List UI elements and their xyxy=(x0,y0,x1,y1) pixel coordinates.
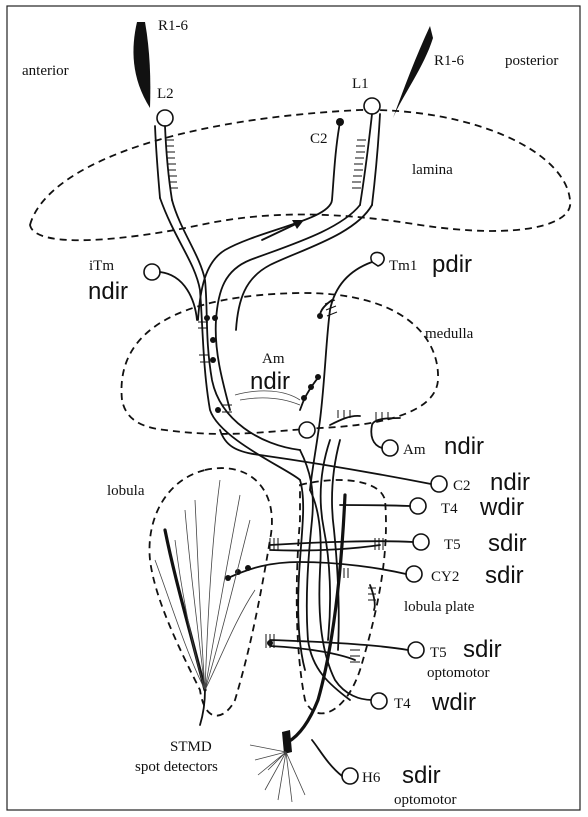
l1-axon xyxy=(360,114,372,205)
am-right-branch xyxy=(330,416,360,425)
h6-neurite xyxy=(312,740,342,776)
label-am-right: Am xyxy=(403,442,426,458)
descending-terminal xyxy=(282,730,292,754)
t5-upper-soma xyxy=(413,534,429,550)
photoreceptor-r16-left xyxy=(133,22,150,108)
label-am-center: Am xyxy=(262,351,285,367)
label-anterior: anterior xyxy=(22,63,69,79)
cy2-dot-2 xyxy=(235,569,241,575)
stmd-thin-dendrites xyxy=(155,480,255,690)
label-lobula: lobula xyxy=(107,483,145,499)
label-t4-upper-dir: wdir xyxy=(479,494,524,521)
label-am-right-dir: ndir xyxy=(444,433,484,460)
label-t4-lower-dir: wdir xyxy=(431,689,476,716)
am-dot-1 xyxy=(315,374,321,380)
label-itm-dir: ndir xyxy=(88,278,128,305)
label-spot-detectors: spot detectors xyxy=(135,759,218,775)
h6-soma xyxy=(342,768,358,784)
l1-soma xyxy=(364,98,380,114)
stmd-axon xyxy=(200,690,205,725)
label-c2-dir: ndir xyxy=(490,469,530,496)
stmd-main-dendrite xyxy=(165,530,205,690)
tm1-soma xyxy=(371,252,384,266)
label-t5-lower: T5 xyxy=(430,645,447,661)
t4-lower-soma xyxy=(371,693,387,709)
label-lamina: lamina xyxy=(412,162,453,178)
am-center-soma xyxy=(299,422,315,438)
label-cy2-dir: sdir xyxy=(485,562,524,589)
l1-descending-2 xyxy=(236,205,372,330)
syn-dot-5 xyxy=(215,407,221,413)
label-posterior: posterior xyxy=(505,53,558,69)
terminal-fan xyxy=(250,745,305,802)
am-center-neurite xyxy=(300,378,318,410)
label-t5-lower-dir: sdir xyxy=(463,636,502,663)
syn-dot-2 xyxy=(212,315,218,321)
label-l2: L2 xyxy=(157,86,174,102)
label-r16-right: R1-6 xyxy=(434,53,465,69)
label-stmd: STMD xyxy=(170,739,212,755)
am-dot-2 xyxy=(308,384,314,390)
t5-lower-soma xyxy=(408,642,424,658)
label-t5-optomotor: optomotor xyxy=(427,665,490,681)
label-c2-top: C2 xyxy=(310,131,328,147)
cy2-dot-1 xyxy=(225,575,231,581)
label-itm: iTm xyxy=(89,258,114,274)
l2-descending-2 xyxy=(160,198,300,480)
label-lobula-plate: lobula plate xyxy=(404,599,475,615)
cy2-branch xyxy=(370,585,375,610)
t4-upper-neurite xyxy=(340,505,410,506)
label-tm1: Tm1 xyxy=(389,258,417,274)
label-l1: L1 xyxy=(352,76,369,92)
lobula-plate-outline xyxy=(297,480,386,713)
am-right-soma xyxy=(382,440,398,456)
t4-upper-soma xyxy=(410,498,426,514)
label-am-center-dir: ndir xyxy=(250,368,290,395)
t5-upper-neurite-2 xyxy=(270,545,380,551)
l1-parallel xyxy=(372,114,380,205)
label-cy2: CY2 xyxy=(431,569,459,585)
photoreceptor-r16-right xyxy=(393,26,433,118)
label-t4-upper: T4 xyxy=(441,501,458,517)
cy2-neurite xyxy=(228,562,406,578)
syn-dot-1 xyxy=(204,315,210,321)
bundle-fiber-1 xyxy=(300,450,350,700)
label-t4-lower: T4 xyxy=(394,696,411,712)
label-t5-upper: T5 xyxy=(444,537,461,553)
label-medulla: medulla xyxy=(425,326,474,342)
am-dot-3 xyxy=(301,395,307,401)
label-t5-upper-dir: sdir xyxy=(488,530,527,557)
label-h6-optomotor: optomotor xyxy=(394,792,457,808)
cy2-soma xyxy=(406,566,422,582)
label-h6-dir: sdir xyxy=(402,762,441,789)
bundle-fiber-4 xyxy=(321,440,330,640)
label-h6: H6 xyxy=(362,770,381,786)
cy2-dot-3 xyxy=(245,565,251,571)
label-tm1-dir: pdir xyxy=(432,251,472,278)
frame-border xyxy=(7,6,580,810)
label-r16-left: R1-6 xyxy=(158,18,189,34)
l2-parallel xyxy=(155,126,160,198)
l2-soma xyxy=(157,110,173,126)
bundle-fiber-3 xyxy=(310,490,372,700)
itm-soma xyxy=(144,264,160,280)
syn-dot-3 xyxy=(210,337,216,343)
h6-main-axon xyxy=(288,495,345,742)
flow-arrow-shaft xyxy=(262,222,300,240)
syn-dot-4 xyxy=(210,357,216,363)
syn-dot-6 xyxy=(317,313,323,319)
c2-soma xyxy=(431,476,447,492)
label-c2: C2 xyxy=(453,478,471,494)
